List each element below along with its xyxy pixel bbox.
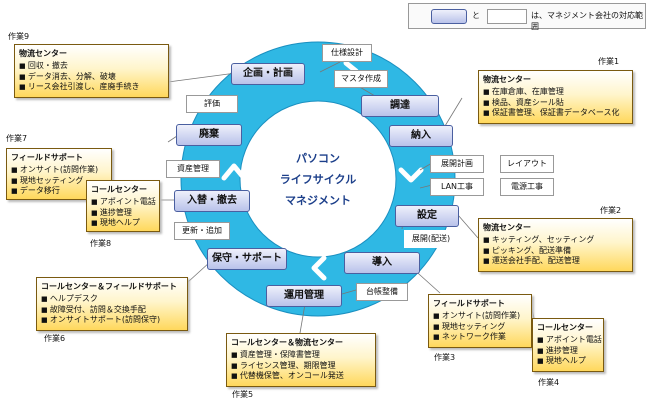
work-box-9-title: 物流センター [19,49,67,58]
work-box-8-item: アポイント電話 [91,197,156,208]
work-box-9-item: 回収・撤去 [19,61,164,72]
work-box-1-item: 検品、資産シール貼 [483,98,628,109]
task-tenkai-keikaku: 展開計画 [430,155,484,173]
work-label-2: 作業2 [600,206,622,215]
work-box-7-item: 現地セッティング [11,176,107,187]
work-box-6: コールセンター＆フィールドサポート ヘルプデスク 故障受付、訪問＆交換手配 オン… [36,277,188,331]
work-box-3-item: 現地セッティング [433,322,527,333]
work-label-3: 作業3 [434,353,456,362]
task-shiyo: 仕様設計 [322,44,372,62]
work-box-9-item: リース会社引渡し、産廃手続き [19,82,164,93]
work-box-5-title: コールセンター＆物流センター [231,338,343,347]
work-box-2-item: 運送会社手配、配送管理 [483,256,628,267]
work-box-2-title: 物流センター [483,223,531,232]
work-label-1: 作業1 [598,57,620,66]
work-box-1-title: 物流センター [483,75,531,84]
work-box-2-item: ピッキング、配送準備 [483,246,628,257]
legend-and: と [472,11,480,20]
work-label-9: 作業9 [8,32,30,41]
legend: と は、マネジメント会社の対応範囲 [408,3,646,31]
work-box-2-item: キッティング、セッティング [483,235,628,246]
work-box-8-item: 進捗管理 [91,208,155,219]
work-label-6: 作業6 [44,334,66,343]
work-box-2: 物流センター キッティング、セッティング ピッキング、配送準備 運送会社手配、配… [478,218,633,272]
ring-arrow-bottom [311,255,327,281]
work-box-7: フィールドサポート オンサイト(訪問作業) 現地セッティング データ移行 [6,148,112,200]
legend-swatch-blue [431,9,467,24]
work-box-4-item: 現地ヘルプ [537,356,599,367]
work-box-1-item: 保証書管理、保証書データベース化 [483,108,628,119]
work-box-7-item: データ移行 [11,186,107,197]
work-box-4: コールセンター アポイント電話 進捗管理 現地ヘルプ [532,318,604,372]
task-daicho: 台帳整備 [356,283,408,301]
task-master: マスタ作成 [334,70,388,88]
work-box-5-item: 代替機保管、オンコール発送 [231,371,371,382]
task-koshin: 更新・追加 [174,222,230,240]
step-unyo: 運用管理 [266,285,342,307]
step-settei: 設定 [395,205,459,227]
step-donyu: 導入 [344,252,420,274]
work-box-3-item: オンサイト(訪問作業) [433,311,527,322]
work-box-8-title: コールセンター [91,185,147,194]
work-box-3-title: フィールドサポート [433,299,505,308]
work-box-4-item: アポイント電話 [537,335,602,346]
work-label-7: 作業7 [6,134,28,143]
work-box-3: フィールドサポート オンサイト(訪問作業) 現地セッティング ネットワーク作業 [428,294,532,348]
legend-text: は、マネジメント会社の対応範囲 [531,11,643,31]
work-box-6-item: オンサイトサポート(訪問保守) [41,315,183,326]
center-title-line2: ライフサイクル [279,173,357,186]
work-box-5: コールセンター＆物流センター 資産管理・保障書管理 ライセンス管理、期限管理 代… [226,333,376,387]
work-box-4-title: コールセンター [537,323,593,332]
task-dengen: 電源工事 [500,178,554,196]
ring-arrow-left [221,163,247,181]
center-title-line3: マネジメント [285,194,351,207]
step-haiki: 廃棄 [176,124,242,146]
step-nonyu: 納入 [389,125,453,147]
legend-swatch-white [487,9,527,24]
work-box-1-item: 在庫倉庫、在庫管理 [483,87,628,98]
work-box-6-title: コールセンター＆フィールドサポート [41,282,177,291]
task-hyoka: 評価 [186,95,238,113]
work-box-1: 物流センター 在庫倉庫、在庫管理 検品、資産シール貼 保証書管理、保証書データベ… [478,70,633,124]
work-box-6-item: ヘルプデスク [41,294,183,305]
work-box-8: コールセンター アポイント電話 進捗管理 現地ヘルプ [86,180,160,232]
work-box-6-item: 故障受付、訪問＆交換手配 [41,305,183,316]
work-box-9: 物流センター 回収・撤去 データ消去、分解、破壊 リース会社引渡し、産廃手続き [14,44,169,98]
task-shisan: 資産管理 [166,160,220,178]
work-box-9-item: データ消去、分解、破壊 [19,72,164,83]
work-label-8: 作業8 [90,239,112,248]
cycle-ring-inner [239,100,397,258]
task-tenkai-sessha: 展開(配送) [404,230,458,248]
task-lan: LAN工事 [430,178,484,196]
work-label-5: 作業5 [232,390,254,399]
step-hoshu: 保守・サポート [207,248,287,270]
work-box-7-title: フィールドサポート [11,153,83,162]
task-layout: レイアウト [500,155,554,173]
step-kikaku: 企画・計画 [231,63,305,85]
work-box-3-item: ネットワーク作業 [433,332,527,343]
work-box-4-item: 進捗管理 [537,346,599,357]
work-box-8-item: 現地ヘルプ [91,218,155,229]
step-chotatsu: 調達 [361,95,439,117]
work-box-5-item: ライセンス管理、期限管理 [231,361,371,372]
work-label-4: 作業4 [538,378,560,387]
ring-arrow-right [398,167,424,183]
work-box-7-item: オンサイト(訪問作業) [11,165,107,176]
center-title-line1: パソコン [296,152,340,165]
work-box-5-item: 資産管理・保障書管理 [231,350,371,361]
step-irekae: 入替・撤去 [174,190,250,212]
